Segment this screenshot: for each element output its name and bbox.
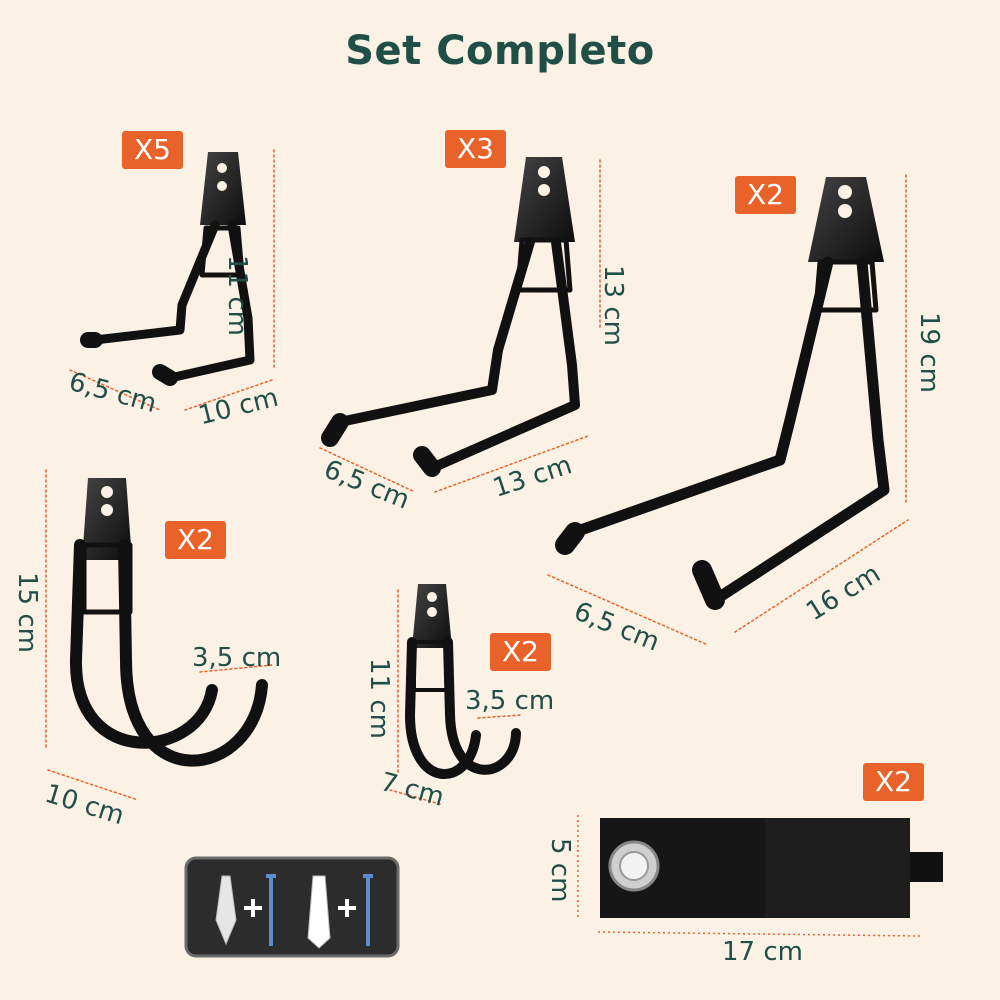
hook-arm [69,539,218,749]
screw-hole [101,486,113,498]
hook-arm [427,237,580,473]
hook-large-u [547,174,909,646]
height-label: 15 cm [12,572,42,653]
hook-small-j [389,584,523,805]
guide-line [477,714,523,719]
screw-hole [217,181,227,191]
quantity-badge: X2 [735,176,796,214]
hook-arm [335,237,535,427]
screw-hole [427,607,437,617]
page-title: Set Completo [345,28,655,74]
screw-hole [838,185,852,199]
guide-line [547,574,709,646]
mounting-plate [514,157,575,242]
strap-tail [905,852,943,882]
wall-anchor-icon [307,875,331,949]
mounting-plate [82,478,132,560]
hook-arm [443,637,521,775]
hardware-panel [184,856,400,958]
guide-line [47,769,139,801]
width-label: 17 cm [722,937,803,967]
hook-tip [692,560,725,610]
hook-small-u [69,149,275,411]
hook-arm [90,220,220,345]
guide-line [389,789,441,805]
depth-label: 3,5 cm [465,686,555,716]
quantity-badge: X3 [445,130,506,168]
hook-arm [569,256,834,538]
quantity-badge: X2 [165,521,226,559]
screw-hole [538,184,550,196]
guide-line [434,435,589,493]
hook-arm [709,256,890,606]
quantity-badge: X5 [122,131,183,169]
height-label: 19 cm [914,312,944,393]
height-label: 13 cm [598,265,628,346]
hook-tip [555,522,585,555]
mounting-plate [808,177,884,262]
quantity-badge: X2 [863,763,924,801]
hook-tip [413,446,441,477]
depth-label: 3,5 cm [192,643,282,673]
height-label: 5 cm [545,838,575,903]
screw-hole [427,592,437,602]
screw-hole [838,204,852,218]
guide-line [69,369,161,411]
plus-icon [244,899,262,917]
hook-arm [405,637,481,779]
screw-hole [101,504,113,516]
hook-tip [321,413,349,447]
guide-line [199,664,273,673]
screw-hole [538,166,550,178]
velcro-strap [577,815,943,937]
quantity-badge: X2 [490,633,551,671]
wall-anchor-icon [215,875,237,946]
guide-line [319,447,416,493]
plus-icon [338,899,356,917]
screw-hole [217,163,227,173]
guide-line [734,519,909,633]
guide-line [184,379,273,411]
hook-large-j [45,469,273,801]
height-label: 11 cm [222,255,252,336]
hardware-kit [184,856,400,958]
guide-line [597,931,921,937]
hook-medium-u [319,157,601,493]
height-label: 11 cm [364,658,394,739]
hook-tip [152,364,178,386]
hook-arm [118,539,268,767]
